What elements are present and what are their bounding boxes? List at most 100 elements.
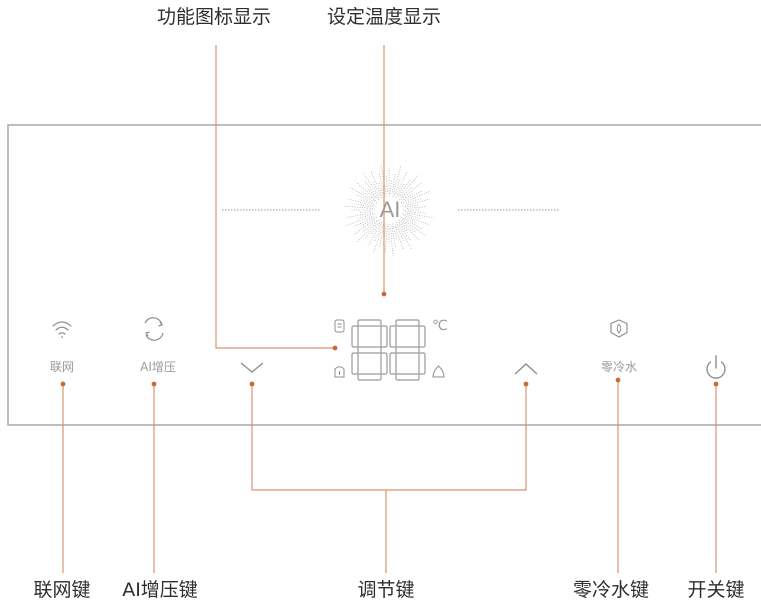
segment-b: [380, 325, 388, 348]
burst-ray: [385, 176, 388, 193]
leader-dot-down: [249, 381, 255, 387]
burst-ray: [384, 225, 389, 252]
burst-ray: [371, 180, 383, 199]
status-icon-bottom-left: [334, 366, 345, 378]
chevron-down-icon: [240, 362, 264, 373]
burst-ray: [347, 212, 374, 218]
burst-ray: [404, 204, 419, 208]
annotation-adjust-key: 调节键: [357, 579, 415, 601]
status-icon-bottom-right: [432, 365, 445, 378]
leader-dot-ai-boost: [151, 381, 157, 387]
burst-ray: [367, 221, 383, 247]
chevron-up-icon: [514, 363, 538, 375]
burst-ray: [400, 216, 423, 230]
burst-ray: [364, 180, 380, 199]
leader-icon-display: [215, 45, 335, 349]
seven-segment-display: [351, 319, 426, 381]
burst-ray: [378, 181, 384, 194]
ai-boost-icon: [144, 317, 164, 341]
annotation-zero-cold-key: 零冷水键: [572, 579, 650, 601]
segment-f: [351, 325, 359, 348]
burst-ray: [356, 213, 376, 220]
annotation-icon-display: 功能图标显示: [156, 6, 272, 28]
burst-ray: [354, 216, 375, 227]
burst-ray: [343, 205, 374, 210]
annotation-network-key: 联网键: [33, 579, 91, 601]
annotation-temp-display: 设定温度显示: [326, 6, 442, 28]
burst-ray: [364, 223, 378, 240]
burst-ray: [402, 198, 430, 207]
burst-ray: [396, 171, 408, 194]
burst-ray: [345, 215, 373, 227]
burst-ray: [359, 211, 372, 214]
burst-ray: [406, 212, 435, 219]
burst-ray: [390, 227, 394, 256]
leader-adjust: [251, 384, 527, 491]
burst-ray: [405, 217, 417, 224]
burst-ray: [354, 193, 373, 203]
power-icon: [706, 355, 726, 379]
burst-ray: [392, 165, 402, 197]
burst-ray: [400, 174, 419, 197]
burst-ray: [371, 222, 381, 235]
burst-ray: [372, 224, 384, 254]
network-button-label: 联网: [49, 360, 75, 374]
burst-ray: [374, 226, 382, 241]
burst-ray: [402, 213, 422, 220]
burst-ray: [395, 183, 405, 199]
leader-dot-power: [713, 381, 719, 387]
burst-ray: [403, 215, 429, 225]
wifi-icon: [52, 321, 72, 338]
burst-ray: [356, 182, 376, 199]
segment-b: [418, 325, 426, 348]
leader-dot-up: [523, 381, 529, 387]
burst-ray: [403, 190, 431, 204]
burst-ray: [400, 190, 423, 204]
zero-cold-water-icon: [610, 319, 628, 338]
burst-ray: [406, 206, 427, 209]
burst-ray: [391, 225, 396, 248]
burst-ray: [348, 198, 376, 207]
segment-g: [357, 346, 382, 354]
burst-ray: [404, 210, 427, 214]
burst-ray: [398, 219, 419, 240]
temp-unit: ℃: [432, 318, 448, 334]
segment-c: [380, 352, 388, 375]
segment-f: [389, 325, 397, 348]
burst-ray: [362, 172, 380, 196]
segment-e: [389, 352, 397, 375]
burst-ray: [394, 177, 402, 196]
segment-a: [357, 319, 382, 327]
burst-ray: [397, 178, 412, 198]
burst-ray: [391, 172, 396, 193]
zero-cold-button-label: 零冷水: [600, 360, 638, 374]
segment-e: [351, 352, 359, 375]
burst-ray: [362, 219, 378, 233]
burst-ray: [403, 192, 414, 201]
burst-ray: [348, 186, 378, 204]
ai-burst-icon: [343, 164, 435, 256]
burst-ray: [402, 221, 416, 233]
burst-ray: [400, 182, 422, 201]
leader-dot-icon-display: [332, 345, 338, 351]
burst-ray: [360, 190, 377, 202]
ai-label: AI: [379, 197, 401, 222]
burst-ray: [355, 203, 372, 208]
ai-boost-button-label: AI增压: [140, 360, 176, 374]
burst-ray: [395, 221, 413, 251]
burst-ray: [401, 218, 427, 237]
segment-g: [395, 346, 420, 354]
segment-d: [395, 373, 420, 381]
burst-ray: [356, 219, 380, 243]
burst-ray: [362, 216, 378, 226]
burst-ray: [392, 223, 398, 240]
leader-dot-temp-display: [381, 291, 387, 297]
burst-ray: [398, 224, 412, 242]
burst-ray: [398, 185, 414, 201]
leader-dot-zero-cold: [615, 377, 621, 383]
annotation-power-key: 开关键: [687, 579, 745, 601]
leader-dot-network: [60, 381, 66, 387]
burst-ray: [370, 171, 383, 196]
